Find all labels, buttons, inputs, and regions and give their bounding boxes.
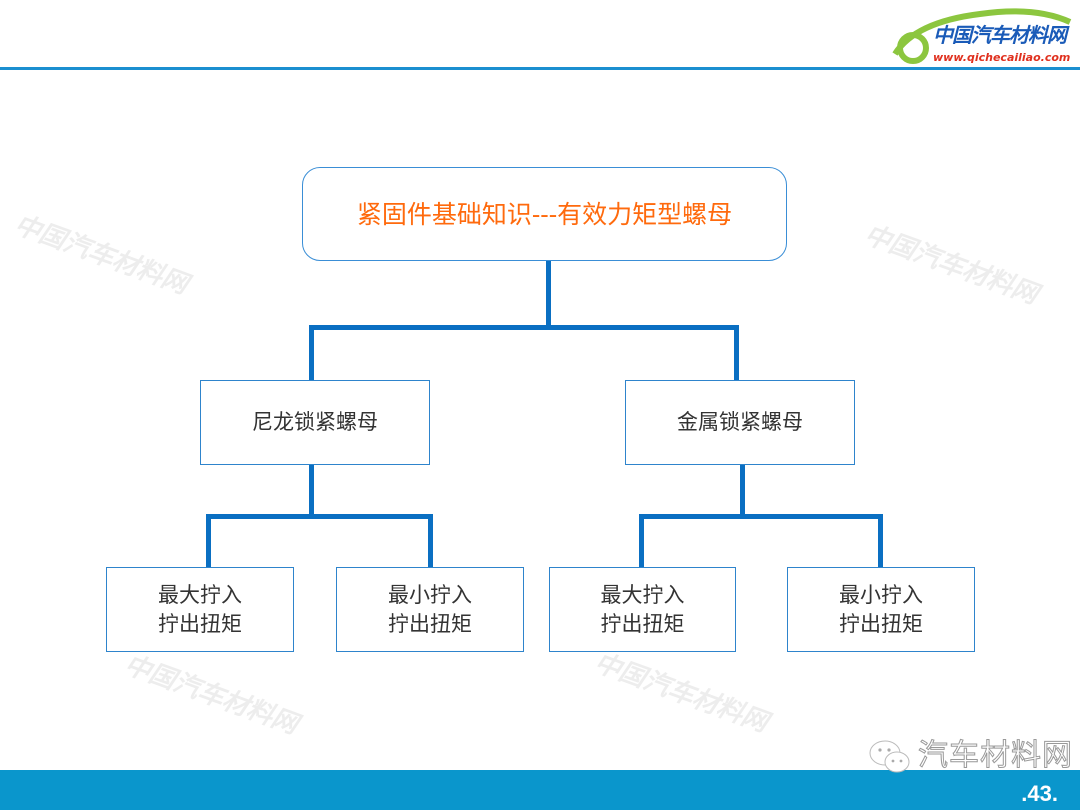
connector-line	[309, 325, 739, 330]
branch-node: 尼龙锁紧螺母	[200, 380, 430, 465]
page-number: .43.	[1021, 781, 1058, 806]
logo-text: 中国汽车材料网	[933, 23, 1067, 47]
connector-line	[734, 325, 739, 381]
branch-label: 金属锁紧螺母	[677, 410, 803, 434]
connector-line	[546, 260, 551, 328]
wechat-icon	[869, 740, 910, 773]
branch-node: 金属锁紧螺母	[625, 380, 855, 465]
leaf-line: 拧出扭矩	[839, 611, 923, 636]
connector-line	[206, 514, 211, 568]
leaf-line: 最大拧入	[600, 582, 685, 607]
leaf-line: 最大拧入	[158, 582, 242, 607]
leaf-line: 最小拧入	[839, 582, 923, 607]
connector-line	[206, 514, 433, 519]
footer-bar	[0, 770, 1080, 810]
connector-line	[309, 464, 314, 516]
leaf-line: 拧出扭矩	[388, 611, 472, 636]
wechat-badge: 汽车材料网	[868, 738, 1073, 774]
branch-label: 尼龙锁紧螺母	[252, 410, 378, 434]
watermark: 中国汽车材料网	[120, 649, 302, 741]
connector-line	[639, 514, 644, 568]
connector-line	[878, 514, 883, 568]
wechat-name: 汽车材料网	[918, 738, 1073, 773]
header-divider	[0, 67, 1080, 70]
watermark: 中国汽车材料网	[590, 647, 772, 739]
leaf-node: 最小拧入拧出扭矩	[336, 567, 524, 652]
watermark: 中国汽车材料网	[860, 219, 1042, 311]
leaf-line: 拧出扭矩	[158, 611, 242, 636]
leaf-node: 最小拧入拧出扭矩	[787, 567, 975, 652]
site-logo: 中国汽车材料网 www.qichecailiao.com	[885, 2, 1080, 66]
leaf-line: 拧出扭矩	[600, 611, 685, 636]
logo-url: www.qichecailiao.com	[933, 51, 1071, 64]
leaf-node: 最大拧入拧出扭矩	[549, 567, 736, 652]
connector-line	[309, 325, 314, 381]
root-title: 紧固件基础知识---有效力矩型螺母	[356, 199, 733, 229]
leaf-node: 最大拧入拧出扭矩	[106, 567, 294, 652]
watermark: 中国汽车材料网	[10, 209, 192, 301]
leaf-line: 最小拧入	[388, 582, 472, 607]
connector-line	[740, 464, 745, 516]
connector-line	[428, 514, 433, 568]
car-logo-icon	[892, 8, 1072, 64]
connector-line	[639, 514, 883, 519]
root-node: 紧固件基础知识---有效力矩型螺母	[302, 167, 787, 261]
